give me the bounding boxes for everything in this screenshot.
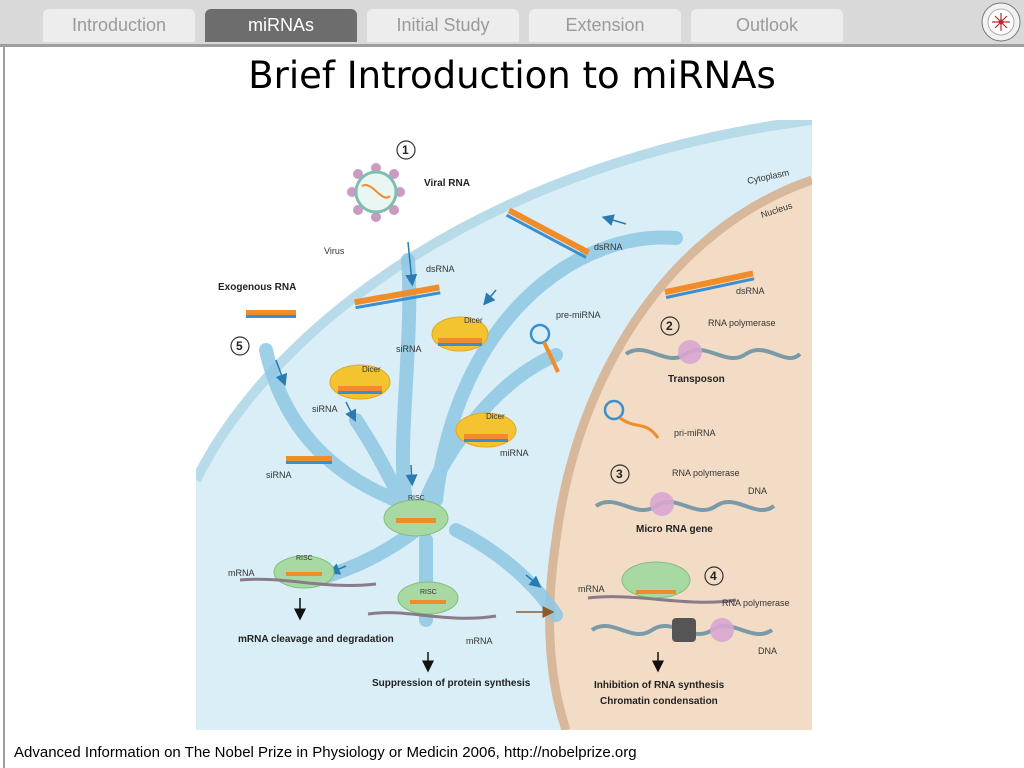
rna-polymerase-label-4: RNA polymerase	[722, 598, 790, 608]
mirna-pathway-diagram: Cytoplasm Nucleus 1	[196, 120, 812, 730]
risc-label-mid: RISC	[420, 589, 437, 596]
exogenous-rna-label: Exogenous RNA	[218, 282, 296, 293]
step-1-marker: 1	[402, 143, 409, 157]
rna-polymerase-4	[710, 618, 734, 642]
viral-rna-label: Viral RNA	[424, 178, 470, 189]
microrna-gene-dna	[594, 499, 776, 513]
left-rule	[3, 47, 5, 768]
nucleus-region	[549, 180, 812, 730]
virus-icon	[347, 163, 405, 222]
step-5-marker: 5	[236, 339, 243, 353]
dna-label-3: DNA	[748, 486, 767, 496]
sirna-label-3: siRNA	[266, 470, 292, 480]
step-5-circle	[230, 336, 250, 356]
sirna-label-1: siRNA	[396, 344, 422, 354]
mrna-label-right: mRNA	[578, 584, 605, 594]
dsrna-strand-nucleus	[664, 270, 755, 299]
dicer-label-2: Dicer	[362, 365, 381, 374]
step-3-marker: 3	[616, 467, 623, 481]
rna-polymerase-label-3: RNA polymerase	[672, 468, 740, 478]
rna-polymerase-2	[678, 340, 702, 364]
risc-complex-center	[383, 499, 449, 537]
transposon-label: Transposon	[668, 374, 725, 385]
risc-complex-mid	[367, 581, 497, 620]
microrna-gene-label: Micro RNA gene	[636, 524, 713, 535]
risc-label-center: RISC	[408, 495, 425, 502]
university-seal-logo	[981, 2, 1021, 42]
dna-label-4: DNA	[758, 646, 777, 656]
tab-extension[interactable]: Extension	[529, 9, 681, 42]
risc-complex-left	[239, 555, 377, 589]
step-4-marker: 4	[710, 569, 717, 583]
source-citation: Advanced Information on The Nobel Prize …	[14, 744, 637, 761]
mirna-label: miRNA	[500, 448, 529, 458]
sirna-strand-3	[286, 456, 332, 464]
mrna-label-left: mRNA	[228, 568, 255, 578]
sirna-label-2: siRNA	[312, 404, 338, 414]
top-navigation-bar: Introduction miRNAs Initial Study Extens…	[0, 0, 1024, 47]
mrna-label-mid: mRNA	[466, 636, 493, 646]
dicer-label-3: Dicer	[486, 412, 505, 421]
chromatin-label: Chromatin condensation	[600, 696, 718, 707]
virus-label: Virus	[324, 246, 345, 256]
dsrna-label-top: dsRNA	[594, 242, 623, 252]
chromatin-block	[672, 618, 696, 642]
dsrna-strand-left	[354, 284, 441, 310]
pri-mirna-hairpin	[603, 399, 660, 439]
dicer-label-1: Dicer	[464, 316, 483, 325]
dsrna-label-left: dsRNA	[426, 264, 455, 274]
dicer-complex-1	[431, 316, 489, 352]
rna-polymerase-label-2: RNA polymerase	[708, 318, 776, 328]
suppression-label: Suppression of protein synthesis	[372, 678, 531, 689]
step-4-circle	[704, 566, 724, 586]
page-title: Brief Introduction to miRNAs	[248, 54, 776, 97]
tab-mirnas[interactable]: miRNAs	[205, 9, 357, 42]
mrna-cleavage-label: mRNA cleavage and degradation	[238, 634, 394, 645]
risc-label-left: RISC	[296, 555, 313, 562]
step-3-circle	[610, 464, 630, 484]
tab-introduction[interactable]: Introduction	[43, 9, 195, 42]
step-2-marker: 2	[666, 319, 673, 333]
dicer-complex-3	[455, 412, 517, 448]
risc-complex-nucleus	[587, 561, 737, 604]
step-2-circle	[660, 316, 680, 336]
dicer-complex-2	[329, 364, 391, 400]
pri-mirna-label: pri-miRNA	[674, 428, 716, 438]
exogenous-rna-strand	[246, 310, 296, 318]
pre-mirna-hairpin	[529, 323, 560, 373]
pre-mirna-label: pre-miRNA	[556, 310, 601, 320]
inhibition-label: Inhibition of RNA synthesis	[594, 680, 725, 691]
dsrna-strand-top	[505, 207, 591, 259]
rna-polymerase-3	[650, 492, 674, 516]
transposon-dna	[624, 347, 802, 361]
dsrna-label-nucleus: dsRNA	[736, 286, 765, 296]
tab-initial-study[interactable]: Initial Study	[367, 9, 519, 42]
step-1-circle	[396, 140, 416, 160]
tab-outlook[interactable]: Outlook	[691, 9, 843, 42]
